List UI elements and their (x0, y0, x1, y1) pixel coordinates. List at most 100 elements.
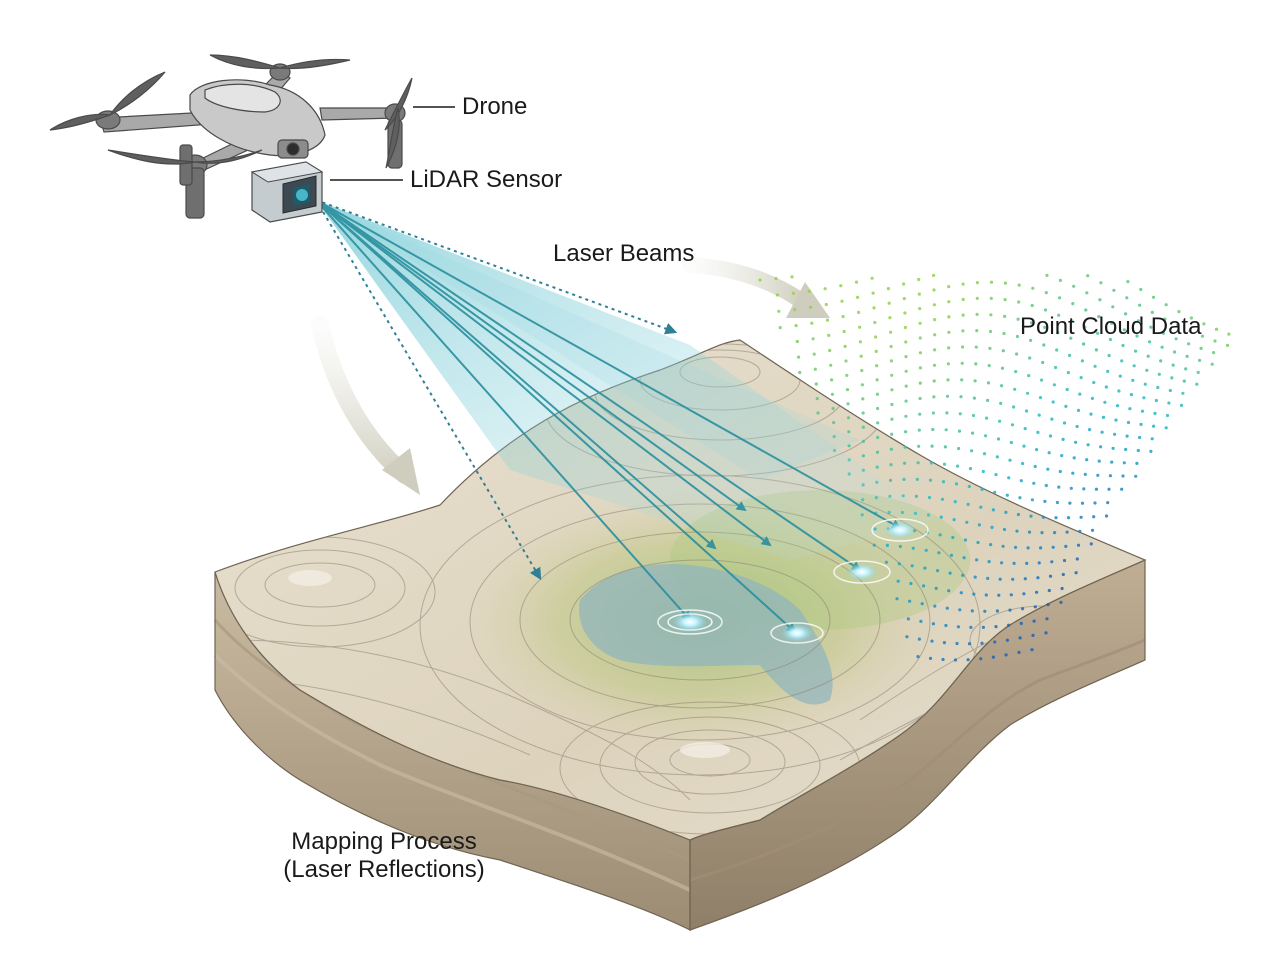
point-cloud-dot (1045, 273, 1049, 277)
point-cloud-dot (1132, 364, 1136, 368)
point-cloud-dot (939, 515, 943, 519)
point-cloud-dot (981, 469, 985, 474)
point-cloud-dot (932, 379, 936, 383)
point-cloud-dot (1184, 367, 1188, 371)
point-cloud-dot (917, 277, 921, 282)
hint-arrow-top (682, 257, 830, 318)
point-cloud-dot (1030, 498, 1034, 502)
point-cloud-dot (937, 551, 941, 555)
point-cloud-dot (1039, 546, 1043, 550)
point-cloud-dot (791, 291, 796, 295)
label-mapping-process: Mapping Process (Laser Reflections) (268, 828, 500, 884)
point-cloud-dot (997, 593, 1001, 597)
point-cloud-dot (1143, 382, 1147, 386)
point-cloud-dot (1047, 588, 1051, 593)
point-cloud-dot (1175, 323, 1180, 327)
point-cloud-dot (1088, 428, 1092, 432)
point-cloud-dot (1149, 325, 1153, 329)
point-cloud-dot (1079, 376, 1083, 380)
point-cloud-dot (975, 296, 979, 300)
point-cloud-dot (917, 428, 921, 432)
point-cloud-dot (918, 307, 922, 311)
point-cloud-dot (1157, 372, 1161, 376)
point-cloud-dot (974, 362, 978, 366)
point-cloud-dot (947, 346, 951, 350)
point-cloud-dot (1022, 592, 1026, 596)
point-cloud-dot (1187, 342, 1191, 346)
point-cloud-dot (1071, 471, 1075, 475)
point-cloud-dot (1029, 321, 1034, 325)
point-cloud-dot (1036, 430, 1040, 434)
point-cloud-dot (961, 573, 965, 577)
point-cloud-dot (1060, 454, 1064, 458)
point-cloud-dot (790, 275, 794, 279)
point-cloud-dot (917, 292, 921, 296)
point-cloud-dot (1210, 362, 1214, 366)
point-cloud-dot (1022, 444, 1026, 448)
point-cloud-dot (1110, 321, 1114, 325)
point-cloud-dot (1099, 445, 1103, 449)
point-cloud-dot (1008, 458, 1012, 462)
point-cloud-dot (1096, 473, 1100, 477)
point-cloud-dot (1150, 437, 1154, 441)
point-cloud-dot (976, 540, 980, 545)
point-cloud-dot (1016, 512, 1021, 517)
beam-line-6 (315, 199, 902, 529)
point-cloud-dot (1069, 336, 1073, 340)
point-cloud-dot (1001, 544, 1005, 548)
point-cloud-dot (1227, 332, 1231, 336)
point-cloud-dot (991, 655, 996, 659)
point-cloud-dot (872, 306, 876, 310)
point-cloud-dot (1098, 298, 1102, 302)
point-cloud-dot (948, 571, 952, 575)
point-cloud-dot (1174, 337, 1178, 341)
point-cloud-dot (1094, 348, 1098, 352)
point-cloud-dot (845, 373, 849, 377)
point-cloud-dot (970, 449, 974, 453)
point-cloud-dot (814, 382, 818, 386)
point-cloud-dot (778, 326, 782, 330)
point-cloud-dot (1148, 340, 1152, 344)
point-cloud-dot (1055, 500, 1059, 505)
point-cloud-dot (1152, 424, 1156, 428)
point-cloud-dot (904, 369, 908, 373)
point-cloud-dot (946, 378, 950, 382)
point-cloud-dot (1108, 337, 1112, 342)
point-cloud-dot (954, 482, 959, 486)
point-cloud-dot (956, 464, 960, 468)
point-cloud-dot (1212, 351, 1216, 355)
point-cloud-dot (1170, 376, 1174, 380)
point-cloud-dot (1028, 356, 1032, 360)
point-cloud-dot (961, 282, 965, 286)
point-cloud-dot (1061, 572, 1065, 577)
point-cloud-dot (896, 579, 900, 583)
point-cloud-dot (1074, 440, 1078, 444)
point-cloud-dot (1018, 636, 1022, 640)
point-cloud-dot (1083, 325, 1087, 329)
point-cloud-dot (1068, 501, 1072, 505)
point-cloud-dot (1111, 305, 1115, 309)
point-cloud-dot (1017, 300, 1021, 304)
point-cloud-dot (1065, 530, 1069, 534)
point-cloud-dot (1003, 298, 1007, 302)
point-cloud-dot (1040, 378, 1044, 382)
point-cloud-dot (874, 335, 878, 339)
point-cloud-dot (1079, 515, 1083, 519)
point-cloud-dot (895, 597, 899, 601)
point-cloud-dot (846, 416, 851, 420)
point-cloud-dot (1078, 392, 1082, 396)
point-cloud-dot (1043, 499, 1047, 503)
point-cloud-dot (932, 395, 936, 399)
point-cloud-dot (1225, 343, 1230, 347)
point-cloud-dot (1002, 527, 1007, 532)
point-cloud-dot (824, 302, 828, 307)
label-drone: Drone (462, 93, 528, 120)
point-cloud-dot (945, 606, 949, 610)
point-cloud-dot (1117, 389, 1121, 393)
point-cloud-dot (988, 329, 993, 334)
laser-reflection-ripple-icon (770, 622, 824, 644)
point-cloud-dot (860, 383, 865, 387)
point-cloud-dot (958, 608, 962, 612)
point-cloud-dot (885, 543, 890, 548)
point-cloud-dot (994, 473, 998, 477)
